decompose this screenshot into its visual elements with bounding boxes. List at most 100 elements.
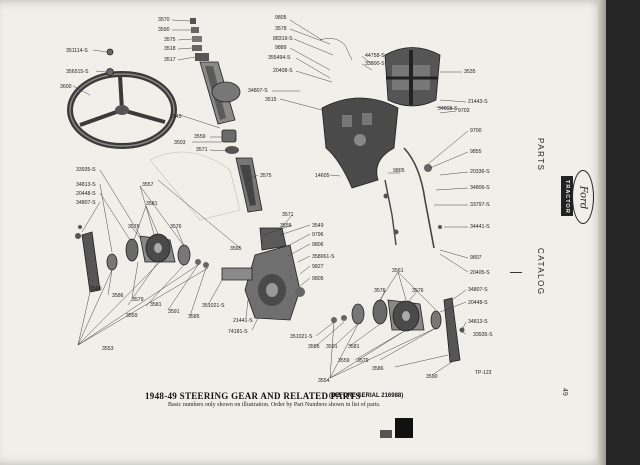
svg-text:3595: 3595 [230, 246, 242, 252]
scan-mark [395, 418, 413, 438]
sidebar-tractor-label: TRACTOR [564, 180, 570, 214]
leader-lines [72, 19, 469, 379]
page-number: 49 [561, 388, 568, 396]
svg-text:3581: 3581 [146, 201, 158, 207]
svg-text:9806: 9806 [312, 242, 324, 248]
svg-text:9805: 9805 [393, 168, 405, 174]
svg-text:3535: 3535 [464, 69, 476, 75]
scan-mark-secondary [380, 430, 392, 438]
svg-text:34441-S: 34441-S [470, 224, 490, 230]
instrument-panel [321, 97, 399, 189]
svg-text:3559: 3559 [126, 313, 138, 319]
svg-text:3575: 3575 [164, 37, 176, 43]
ford-logo-icon: Ford [572, 170, 594, 224]
svg-text:3515: 3515 [265, 97, 277, 103]
svg-text:3559: 3559 [194, 134, 206, 140]
svg-text:3579: 3579 [357, 358, 369, 364]
svg-text:3553: 3553 [102, 346, 114, 352]
part-labels: 3570 3590 3575 3518 3517 351114-S 356515… [60, 15, 493, 384]
svg-text:356515-S: 356515-S [66, 69, 89, 75]
svg-text:3503: 3503 [174, 140, 186, 146]
ghost-outline [149, 151, 241, 221]
svg-text:351114-S: 351114-S [66, 48, 88, 54]
svg-text:20405-S: 20405-S [470, 270, 490, 276]
svg-text:3571: 3571 [196, 147, 208, 153]
svg-text:355494-S: 355494-S [268, 55, 291, 61]
right-sector-assembly [331, 297, 465, 363]
svg-text:3590: 3590 [158, 27, 170, 33]
svg-text:3591: 3591 [326, 344, 338, 350]
svg-text:33935-S: 33935-S [76, 167, 96, 173]
column-bearing-parts [221, 129, 263, 213]
figure-subtitle: (BEFORE SERIAL 216988) [329, 393, 404, 399]
steering-wheel [67, 71, 177, 149]
svg-text:351021-S: 351021-S [290, 334, 313, 340]
throttle-linkage [319, 38, 442, 249]
svg-text:20448-S: 20448-S [468, 300, 488, 306]
svg-text:3585: 3585 [188, 314, 200, 320]
svg-text:3590: 3590 [426, 374, 438, 380]
svg-text:9855: 9855 [470, 149, 482, 155]
sidebar-tractor-badge: TRACTOR [561, 176, 573, 216]
svg-text:9805: 9805 [312, 276, 324, 282]
svg-text:20336-S: 20336-S [470, 169, 490, 175]
svg-text:3555: 3555 [280, 223, 292, 229]
figure-title: 1948-49 STEERING GEAR AND RELATED PARTS [145, 391, 361, 401]
svg-text:3545: 3545 [170, 114, 182, 120]
svg-text:44758-S: 44758-S [365, 53, 385, 59]
figure-note: Basic numbers only shown on illustration… [168, 402, 381, 408]
ford-logo-text: Ford [577, 185, 589, 209]
svg-text:3576: 3576 [170, 224, 182, 230]
svg-text:74181-S: 74181-S [228, 329, 248, 335]
steering-cover [384, 47, 441, 107]
svg-text:351021-S: 351021-S [202, 303, 225, 309]
page-spine [598, 0, 606, 465]
wheel-nuts [106, 48, 114, 76]
svg-text:3600: 3600 [60, 84, 72, 90]
svg-text:20448-S: 20448-S [76, 191, 96, 197]
left-sector-assembly [75, 225, 209, 293]
svg-text:3579: 3579 [132, 297, 144, 303]
svg-text:3518: 3518 [164, 46, 176, 52]
svg-text:3591: 3591 [168, 309, 180, 315]
svg-text:34813-S: 34813-S [76, 182, 96, 188]
svg-text:21441-S: 21441-S [233, 318, 253, 324]
svg-text:3590: 3590 [90, 286, 102, 292]
svg-text:34807-S: 34807-S [468, 287, 488, 293]
exploded-parts-diagram: 3570 3590 3575 3518 3517 351114-S 356515… [60, 15, 493, 384]
svg-text:33797-S: 33797-S [470, 202, 490, 208]
svg-text:3561: 3561 [392, 268, 404, 274]
svg-text:9700: 9700 [470, 128, 482, 134]
svg-text:3549: 3549 [312, 223, 324, 229]
svg-text:21443-S: 21443-S [468, 99, 488, 105]
steering-column-upper [190, 18, 241, 125]
svg-text:9827: 9827 [312, 264, 324, 270]
svg-text:34813-S: 34813-S [468, 319, 488, 325]
svg-text:3586: 3586 [112, 293, 124, 299]
svg-text:3570: 3570 [158, 17, 170, 23]
svg-text:33800-S: 33800-S [365, 61, 385, 67]
svg-text:9807: 9807 [470, 255, 482, 261]
figure-reference-code: TP-123 [475, 370, 492, 376]
sidebar-parts-label: PARTS [536, 138, 545, 172]
svg-text:9805: 9805 [275, 15, 287, 21]
svg-text:34806-S: 34806-S [470, 185, 490, 191]
sidebar-catalog-label: CATALOG [536, 248, 545, 296]
svg-text:34807-S: 34807-S [248, 88, 268, 94]
svg-text:33935-S: 33935-S [473, 332, 493, 338]
svg-text:88319-S: 88319-S [273, 36, 293, 42]
svg-text:3581: 3581 [150, 302, 162, 308]
divider [510, 272, 522, 273]
svg-text:3581: 3581 [348, 344, 360, 350]
svg-text:358061-S: 358061-S [312, 254, 335, 260]
svg-text:34808-S: 34808-S [438, 106, 458, 112]
svg-text:3585: 3585 [308, 344, 320, 350]
svg-text:3576: 3576 [374, 288, 386, 294]
svg-text:9703: 9703 [458, 108, 470, 114]
svg-text:34807-S: 34807-S [76, 200, 96, 206]
svg-text:3554: 3554 [318, 378, 330, 384]
svg-text:9796: 9796 [312, 232, 324, 238]
svg-text:3576: 3576 [128, 224, 140, 230]
svg-text:3586: 3586 [372, 366, 384, 372]
svg-text:3559: 3559 [338, 358, 350, 364]
